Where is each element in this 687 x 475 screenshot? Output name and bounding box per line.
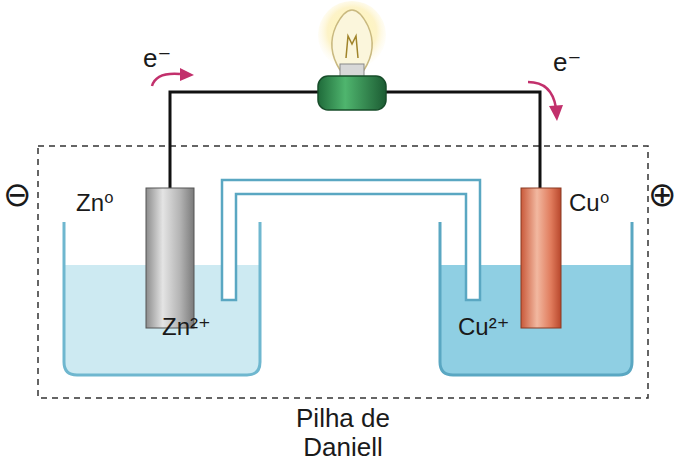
lamp-glow — [318, 1, 386, 69]
electron-label: e⁻ — [143, 44, 171, 73]
lamp-bulb — [332, 10, 372, 70]
electron-arrowhead — [180, 68, 194, 81]
copper-ion-label: Cu²⁺ — [458, 314, 509, 340]
zinc-ion-label: Zn²⁺ — [162, 314, 211, 340]
negative-pole: ⊖ — [3, 176, 32, 213]
copper-metal-label: Cu⁰ — [569, 190, 609, 216]
positive-pole: ⊕ — [648, 176, 677, 213]
lamp-filament — [346, 36, 358, 58]
zinc-electrode — [146, 188, 194, 328]
electron-arrowhead — [549, 105, 563, 121]
electron-arrow — [152, 74, 180, 86]
cell-boundary — [38, 146, 648, 398]
zinc-metal-label: Zn⁰ — [76, 190, 114, 216]
lamp-base — [318, 76, 386, 110]
electron-label: e⁻ — [553, 48, 581, 77]
electron-arrow — [528, 82, 556, 108]
salt-bridge — [222, 180, 480, 300]
copper-electrode — [521, 188, 561, 328]
diagram-caption: Pilha de Daniell — [258, 404, 428, 461]
